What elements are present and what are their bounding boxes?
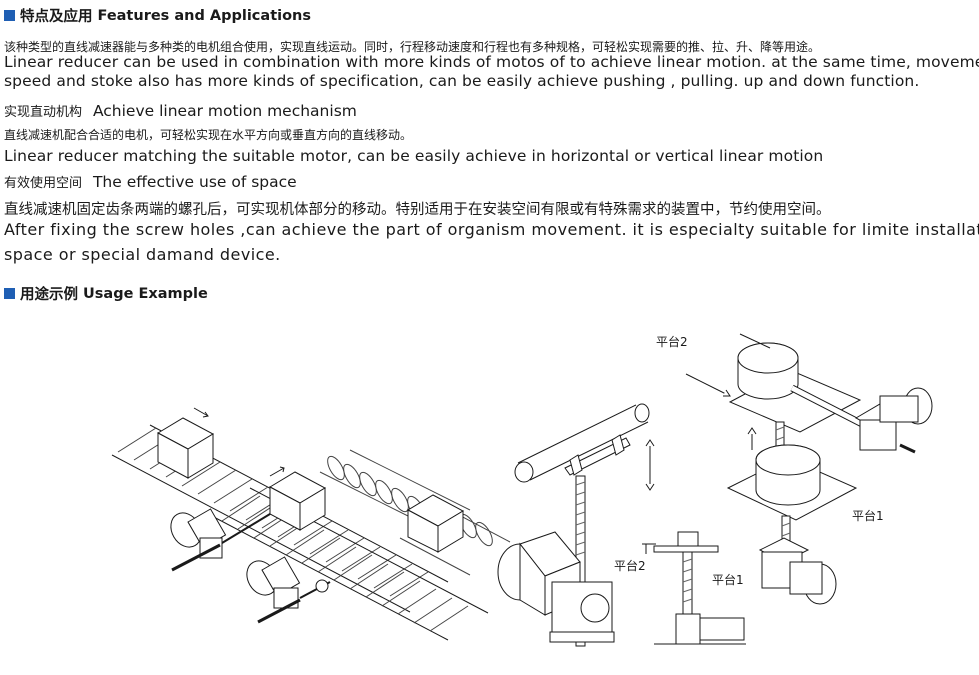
small-platform-top	[653, 545, 719, 553]
direction-arrow-icon	[193, 407, 285, 477]
point2-title-cn: 有效使用空间	[4, 176, 83, 191]
intro-cn: 该种类型的直线减速器能与多种类的电机组合使用，实现直线运动。同时，行程移动速度和…	[4, 40, 821, 54]
point1-title-cn: 实现直动机构	[4, 105, 83, 120]
point1-body-en: Linear reducer matching the suitable mot…	[4, 147, 824, 165]
point2-body-en-line-1: After fixing the screw holes ,can achiev…	[4, 220, 979, 239]
cargo-box-3	[406, 494, 465, 553]
motor-assembly-1	[170, 508, 271, 572]
label-platform2-top: 平台2	[656, 334, 688, 349]
cargo-box-2	[268, 471, 327, 531]
conveyor-scene	[111, 407, 511, 641]
point2-title-en: The effective use of space	[92, 173, 297, 191]
heading-marker-icon	[4, 10, 15, 21]
point2-body-en-line-2: space or special damand device.	[4, 245, 281, 264]
vertical-lift-scene	[497, 403, 655, 647]
usage-example-illustration: 平台2 平台1 平台2 平台1	[111, 333, 933, 647]
features-heading-cn: 特点及应用	[20, 9, 93, 25]
usage-heading-cn: 用途示例	[20, 287, 78, 303]
label-platform2-small: 平台2	[614, 558, 646, 573]
lift-bar	[514, 403, 650, 483]
heading-marker-icon	[4, 288, 15, 299]
point2-title: 有效使用空间 The effective use of space	[4, 172, 297, 191]
cargo-box-1	[156, 417, 215, 479]
intro-en-line-2: speed and stoke also has more kinds of s…	[4, 72, 920, 90]
label-platform1-small: 平台1	[712, 572, 744, 587]
usage-heading-en: Usage Example	[83, 285, 208, 302]
lift-motor	[497, 531, 615, 643]
two-platform-scene	[685, 333, 933, 605]
label-platform1-right: 平台1	[852, 508, 884, 523]
direction-arrow-icon	[685, 333, 771, 450]
small-platform-scene	[642, 531, 746, 645]
motor-assembly-2	[246, 556, 331, 624]
right-motor-upper	[854, 387, 933, 454]
point1-body-cn: 直线减速机配合合适的电机，可轻松实现在水平方向或垂直方向的直线移动。	[4, 128, 413, 142]
right-motor-lower	[758, 537, 837, 605]
features-heading: 特点及应用 Features and Applications	[4, 5, 311, 26]
point1-title-en: Achieve linear motion mechanism	[92, 102, 357, 120]
features-heading-en: Features and Applications	[97, 7, 312, 24]
intro-en-line-1: Linear reducer can be used in combinatio…	[4, 53, 979, 71]
point2-body-cn: 直线减速机固定齿条两端的螺孔后，可实现机体部分的移动。特别适用于在安装空间有限或…	[4, 202, 831, 218]
up-down-arrow-icon	[645, 439, 655, 491]
usage-heading: 用途示例 Usage Example	[4, 283, 208, 304]
point1-title: 实现直动机构 Achieve linear motion mechanism	[4, 101, 357, 120]
